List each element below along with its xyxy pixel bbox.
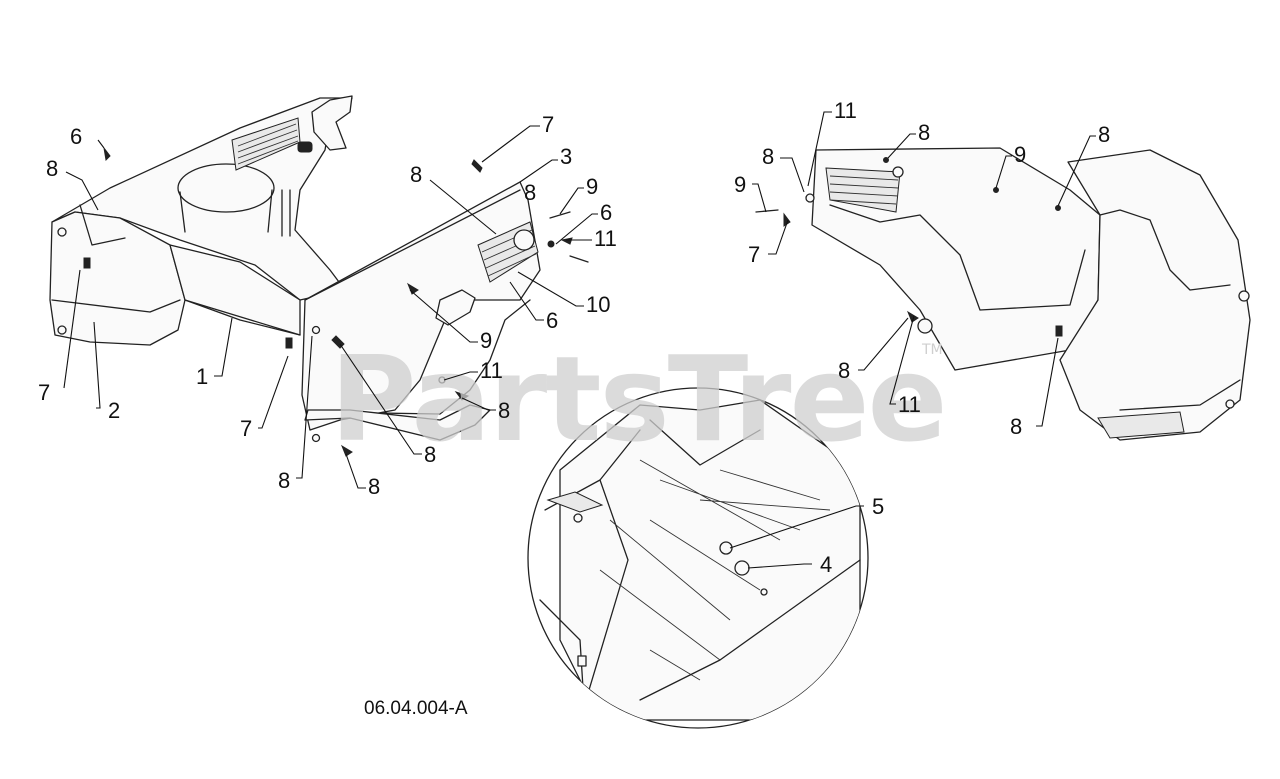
callout-left-11a: 11 bbox=[594, 226, 617, 251]
callout-left-6b: 6 bbox=[600, 200, 612, 225]
callout-right-8b: 8 bbox=[762, 144, 774, 169]
watermark-trademark: TM bbox=[921, 342, 943, 358]
callout-labels: 6 8 7 2 1 7 8 7 3 8 9 6 11 10 6 9 11 8 8… bbox=[38, 98, 1110, 577]
callout-left-8e: 8 bbox=[424, 442, 436, 467]
callout-right-8a: 8 bbox=[918, 120, 930, 145]
callout-left-8b: 8 bbox=[410, 162, 422, 187]
callout-left-8g: 8 bbox=[278, 468, 290, 493]
seat-opening bbox=[177, 163, 275, 213]
callout-right-11a: 11 bbox=[834, 98, 857, 123]
callout-left-9b: 9 bbox=[480, 328, 492, 353]
callout-left-11b: 11 bbox=[480, 358, 503, 383]
callout-left-10: 10 bbox=[586, 292, 610, 317]
side-panel-recess bbox=[435, 289, 476, 326]
callout-right-8e: 8 bbox=[1010, 414, 1022, 439]
callout-left-6a: 6 bbox=[70, 124, 82, 149]
callout-left-2: 2 bbox=[108, 398, 120, 423]
detail-view bbox=[527, 387, 869, 729]
callout-right-7: 7 bbox=[748, 242, 760, 267]
callout-right-11b: 11 bbox=[898, 392, 921, 417]
callout-detail-5: 5 bbox=[872, 494, 884, 519]
callout-left-8d: 8 bbox=[498, 398, 510, 423]
right-assembly bbox=[755, 147, 1251, 441]
callout-left-7b: 7 bbox=[240, 416, 252, 441]
callout-detail-4: 4 bbox=[820, 552, 832, 577]
callout-left-8a: 8 bbox=[46, 156, 58, 181]
callout-left-6c: 6 bbox=[546, 308, 558, 333]
left-assembly bbox=[49, 95, 589, 457]
callout-right-8d: 8 bbox=[838, 358, 850, 383]
callout-left-8c: 8 bbox=[524, 180, 536, 205]
callout-right-9a: 9 bbox=[1014, 142, 1026, 167]
rear-fender bbox=[1059, 149, 1251, 441]
drawing-code: 06.04.004-A bbox=[364, 698, 468, 719]
callout-left-1: 1 bbox=[196, 364, 208, 389]
callout-left-9a: 9 bbox=[586, 174, 598, 199]
callout-right-9b: 9 bbox=[734, 172, 746, 197]
callout-left-8f: 8 bbox=[368, 474, 380, 499]
watermark-text: PartsTree bbox=[330, 330, 946, 468]
leader-lines bbox=[63, 111, 1096, 569]
callout-left-3: 3 bbox=[560, 144, 572, 169]
callout-right-8c: 8 bbox=[1098, 122, 1110, 147]
callout-left-7a: 7 bbox=[38, 380, 50, 405]
callout-left-7c: 7 bbox=[542, 112, 554, 137]
